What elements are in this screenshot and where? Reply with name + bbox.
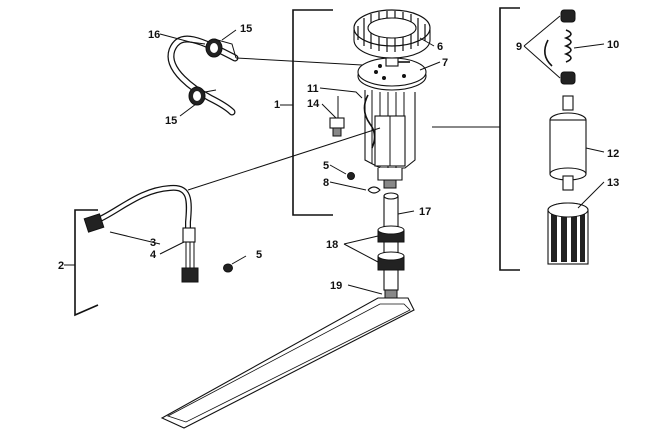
callout-15-bottom: 15 <box>165 115 177 127</box>
lock-ring <box>353 9 431 59</box>
callout-17: 17 <box>419 206 431 218</box>
callouts: 1 2 3 4 5 5 6 7 8 9 10 11 12 13 14 15 15… <box>58 23 619 292</box>
spring-10 <box>544 29 572 67</box>
callout-16: 16 <box>148 29 160 41</box>
fuel-pump-12 <box>549 95 587 191</box>
wiring-harness <box>83 127 381 283</box>
callout-2: 2 <box>58 260 64 272</box>
callout-7: 7 <box>442 57 448 69</box>
filter-cap-top <box>560 9 576 23</box>
hose-clamp-bottom <box>188 86 217 106</box>
callout-5-lower: 5 <box>256 249 262 261</box>
nut-14 <box>329 117 345 137</box>
clip-8 <box>367 186 381 194</box>
callout-5-upper: 5 <box>323 160 329 172</box>
callout-15-top: 15 <box>240 23 252 35</box>
callout-3: 3 <box>150 237 156 249</box>
bushing-18-lower <box>377 251 405 271</box>
washer-5-upper <box>347 172 355 180</box>
filter-cap-bottom <box>560 71 576 85</box>
callout-4: 4 <box>150 249 157 261</box>
hose-link-line <box>235 57 381 67</box>
fuel-hose <box>167 35 239 116</box>
strainer-13 <box>547 202 589 265</box>
callout-11: 11 <box>307 83 319 95</box>
group-bracket-2 <box>64 209 99 317</box>
leader-lines <box>109 15 605 295</box>
callout-12: 12 <box>607 148 619 160</box>
callout-9: 9 <box>516 41 522 53</box>
fitting-19 <box>384 289 398 299</box>
washer-5-lower <box>223 263 233 273</box>
callout-19: 19 <box>330 280 342 292</box>
callout-8: 8 <box>323 177 329 189</box>
group-bracket-right <box>432 7 520 271</box>
callout-1: 1 <box>274 99 280 111</box>
callout-10: 10 <box>607 39 619 51</box>
callout-14: 14 <box>307 98 320 110</box>
hose-clamp-top <box>205 38 237 59</box>
bushing-18-upper <box>377 225 405 243</box>
callout-6: 6 <box>437 41 443 53</box>
callout-18: 18 <box>326 239 338 251</box>
float-arm-plate <box>160 297 415 429</box>
group-bracket-1 <box>280 9 333 216</box>
callout-13: 13 <box>607 177 619 189</box>
pump-flange <box>357 57 427 91</box>
pump-module <box>363 90 416 189</box>
